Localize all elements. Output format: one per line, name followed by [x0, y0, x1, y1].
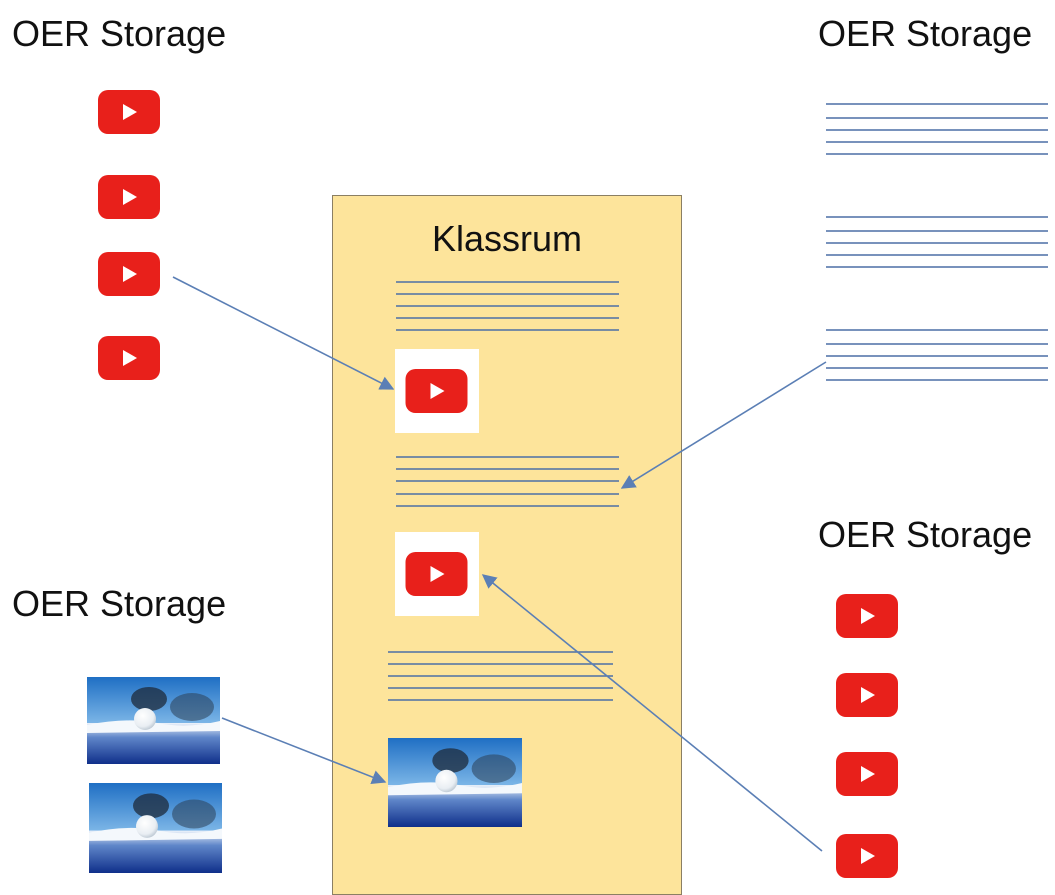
youtube-play-icon[interactable] [836, 673, 898, 717]
youtube-play-icon[interactable] [405, 552, 468, 596]
snowball-photo[interactable] [87, 677, 220, 764]
text-lines-icon [396, 278, 619, 334]
text-lines-icon [396, 453, 619, 510]
snowball-photo[interactable] [89, 783, 222, 873]
text-lines-icon [826, 213, 1048, 271]
oer-storage-label-top-left: OER Storage [12, 13, 227, 54]
youtube-play-icon[interactable] [836, 834, 898, 878]
youtube-play-icon[interactable] [836, 752, 898, 796]
youtube-play-icon[interactable] [405, 369, 468, 413]
youtube-play-icon[interactable] [98, 252, 160, 296]
classroom-panel: Klassrum [332, 195, 682, 895]
youtube-play-icon[interactable] [98, 336, 160, 380]
text-lines-icon [826, 100, 1048, 158]
youtube-play-icon[interactable] [98, 175, 160, 219]
text-lines-icon [826, 326, 1048, 384]
embedded-video-card[interactable] [395, 532, 479, 616]
oer-storage-label-bottom-right: OER Storage [818, 514, 1033, 555]
embedded-video-card[interactable] [395, 349, 479, 433]
oer-storage-label-top-right: OER Storage [818, 13, 1033, 54]
embedded-snowball-photo[interactable] [388, 738, 522, 827]
youtube-play-icon[interactable] [98, 90, 160, 134]
oer-storage-label-bottom-left: OER Storage [12, 583, 227, 624]
text-lines-icon [388, 648, 613, 706]
classroom-title: Klassrum [431, 218, 583, 259]
youtube-play-icon[interactable] [836, 594, 898, 638]
